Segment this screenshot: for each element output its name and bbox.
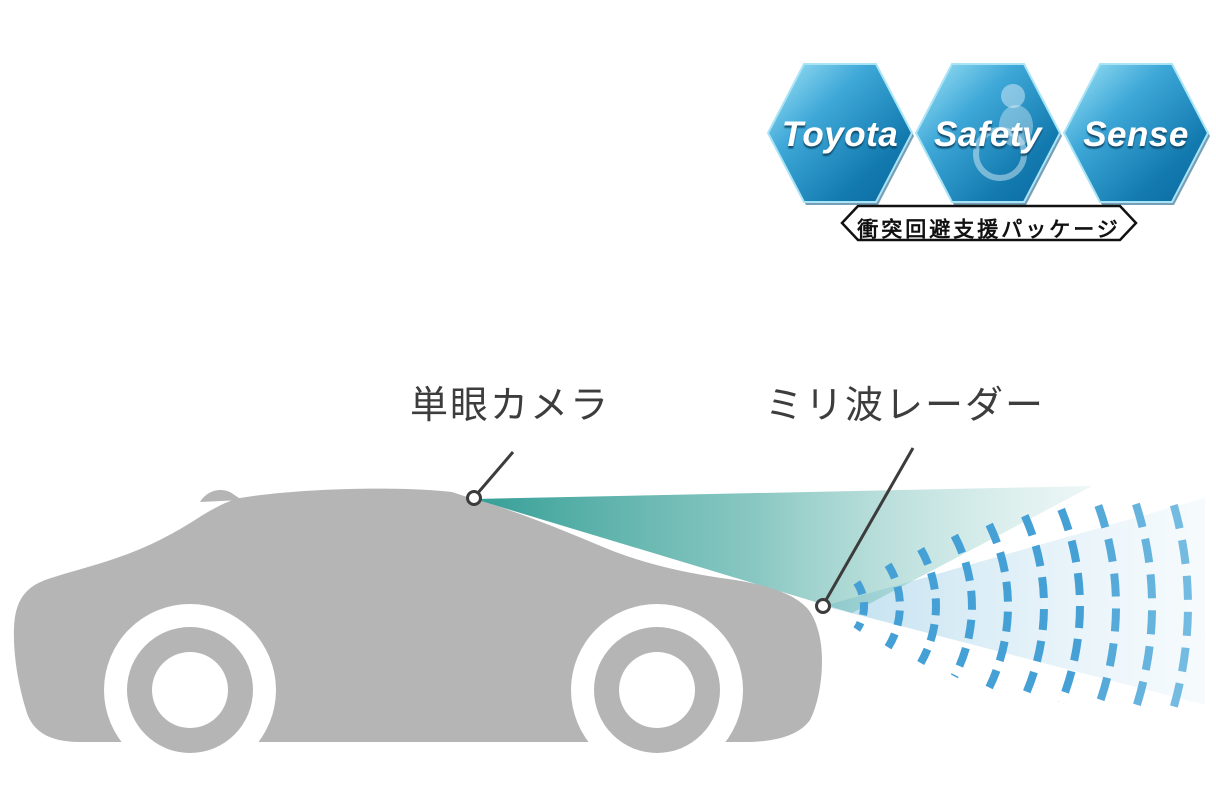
- driver-body-icon: [999, 105, 1033, 147]
- camera-label: 単眼カメラ: [410, 385, 610, 427]
- radar-arc: [1169, 503, 1192, 709]
- radar-wave-arcs: [853, 502, 1192, 710]
- radar-arc: [853, 580, 868, 632]
- logo-hexagon-sense: [1062, 63, 1210, 203]
- driver-silhouette: [973, 84, 1033, 181]
- rear-wheel-hub: [152, 652, 228, 728]
- radar-arc: [950, 533, 976, 679]
- radar-arc: [1094, 504, 1120, 708]
- antenna-fin: [200, 490, 242, 502]
- logo-word-safety: Safety: [934, 115, 1043, 154]
- camera-leader-line: [475, 451, 515, 495]
- logo-word-toyota: Toyota: [782, 115, 898, 154]
- radar-point: [815, 598, 831, 614]
- logo-word-sense: Sense: [1083, 115, 1189, 154]
- logo-banner-text: 衝突回避支援パッケージ: [856, 218, 1121, 242]
- steering-wheel-icon: [973, 127, 1027, 181]
- radar-arc: [884, 562, 904, 650]
- logo-banner: [840, 204, 1138, 242]
- radar-arc: [1132, 502, 1157, 710]
- camera-cone: [474, 486, 1092, 613]
- camera-point: [466, 490, 482, 506]
- radar-arc: [1057, 507, 1084, 705]
- logo-hexagon-safety: [914, 63, 1062, 203]
- front-wheel-hub: [619, 652, 695, 728]
- radar-arc: [1021, 514, 1048, 698]
- radar-arc: [917, 547, 940, 665]
- toyota-safety-sense-logo: Toyota Safety Sense 衝突回避支援パッケージ: [766, 63, 1210, 242]
- logo-hexagon-toyota: [766, 63, 914, 203]
- radar-leader-line: [824, 447, 915, 601]
- driver-head-icon: [1001, 84, 1025, 108]
- radar-label: ミリ波レーダー: [765, 385, 1045, 427]
